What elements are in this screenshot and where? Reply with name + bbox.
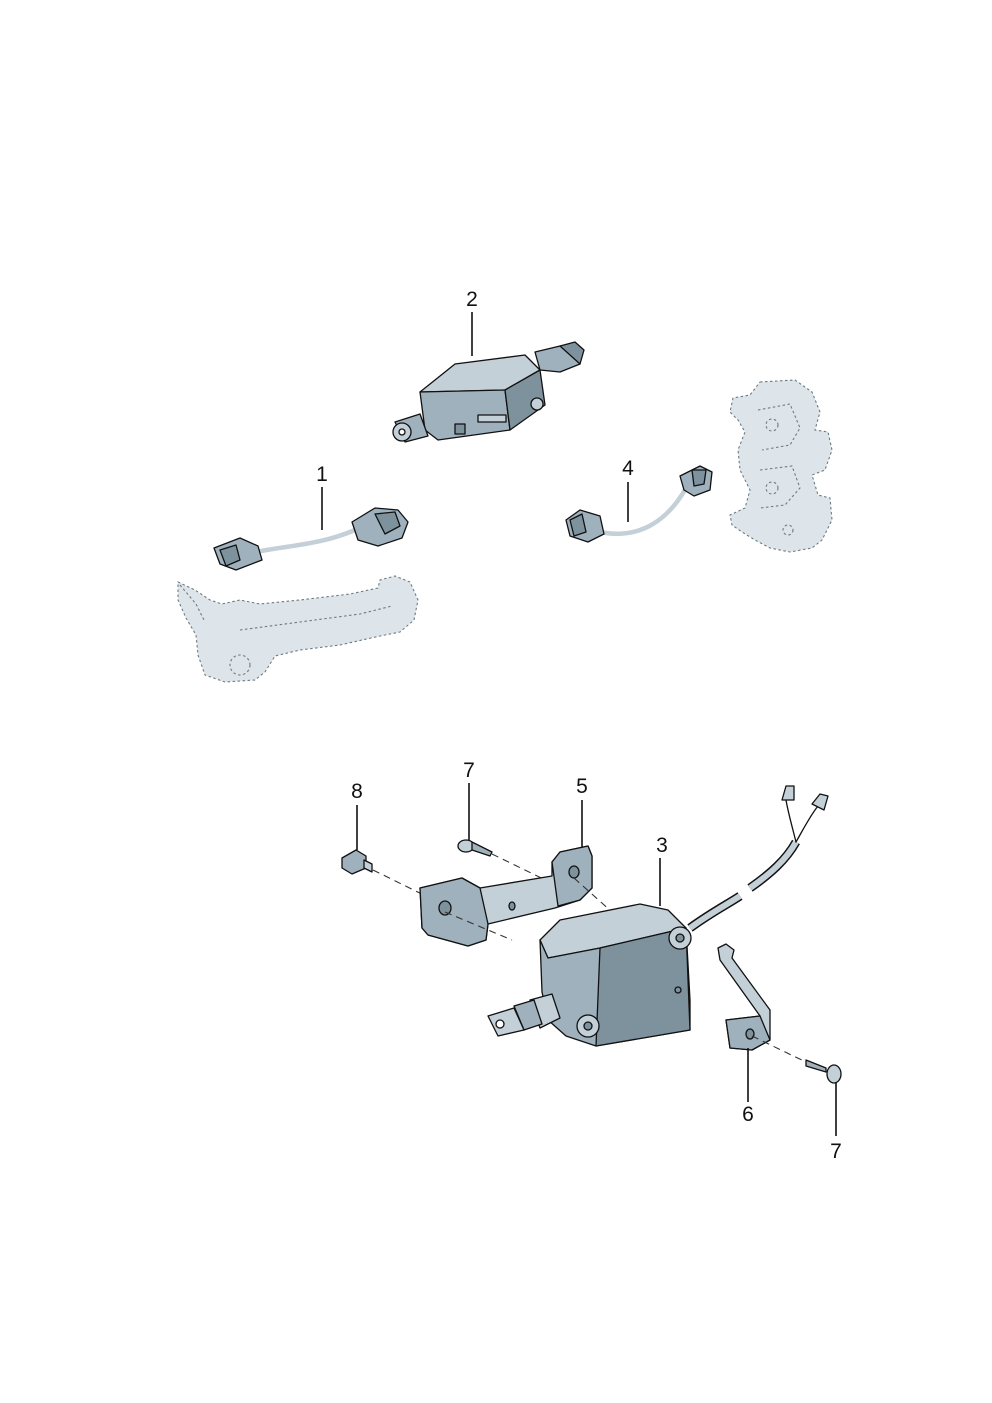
door-handle-outline xyxy=(177,575,419,683)
callout-label-4: 4 xyxy=(622,457,634,480)
bracket-part-5 xyxy=(419,845,593,947)
callout-label-2: 2 xyxy=(466,288,478,311)
callout-label-7-lower: 7 xyxy=(830,1140,842,1163)
actuator-part-3 xyxy=(487,903,692,1047)
cable-part-3 xyxy=(687,785,829,932)
bracket-part-6 xyxy=(717,943,771,1051)
screw-part-7-lower xyxy=(805,1059,842,1084)
callout-label-7-upper: 7 xyxy=(463,759,475,782)
wiring-harness-part-1 xyxy=(213,507,409,571)
wiring-part-4 xyxy=(565,465,713,543)
screw-part-7-upper xyxy=(457,839,493,857)
bolt-part-8 xyxy=(341,849,373,875)
callout-label-3: 3 xyxy=(656,834,668,857)
actuator-part-2 xyxy=(392,341,585,443)
callout-label-1: 1 xyxy=(316,463,328,486)
callout-label-5: 5 xyxy=(576,775,588,798)
callout-label-8: 8 xyxy=(351,780,363,803)
door-lock-outline xyxy=(729,379,833,553)
callout-label-6: 6 xyxy=(742,1103,754,1126)
callouts: 2 1 4 8 7 5 3 6 7 xyxy=(316,288,842,1163)
